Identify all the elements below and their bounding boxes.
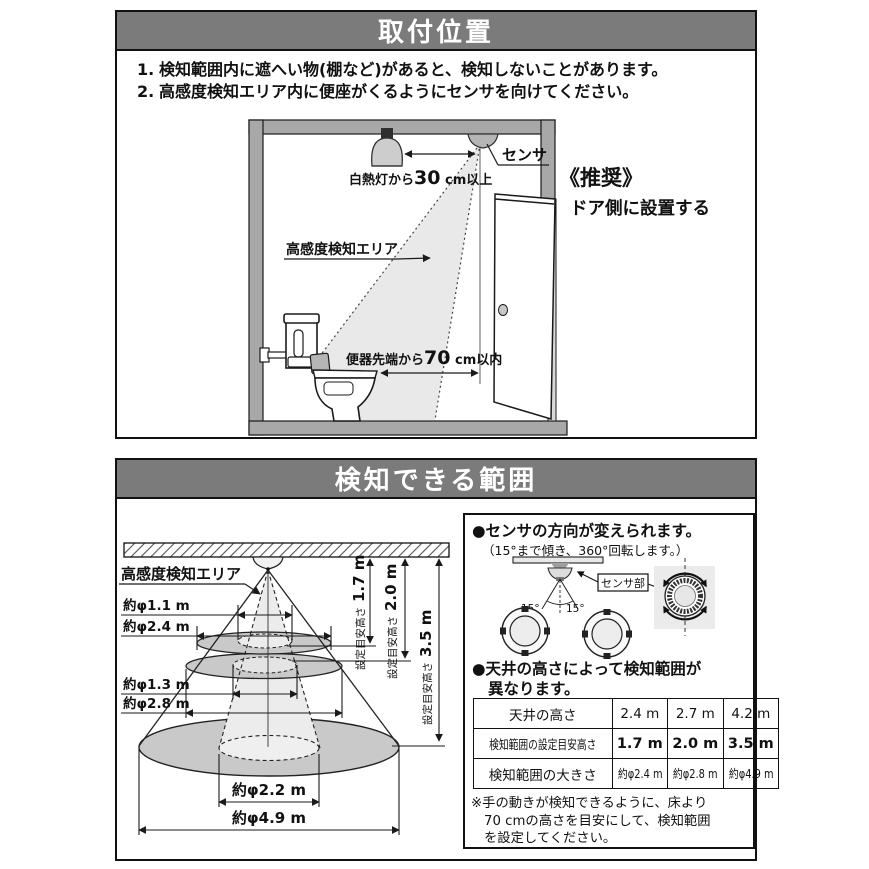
- svg-text:高感度検知エリア: 高感度検知エリア: [286, 241, 398, 258]
- table-row-setting-height: 検知範囲の設定目安高さ 1.7 m 2.0 m 3.5 m: [473, 728, 780, 759]
- toilet-icon: [259, 313, 378, 422]
- svg-text:センサ部: センサ部: [601, 576, 645, 590]
- recommendation-note: 《推奨》 ドア側に設置する: [559, 166, 710, 219]
- panel-installation-position: 取付位置 1.検知範囲内に遮へい物(棚など)があると、検知しないことがあります。…: [115, 10, 757, 439]
- detection-range-cone-diagram: 高感度検知エリア 約φ1.1 m 約φ2.4 m 約φ1.3 m: [119, 542, 450, 835]
- dimension-30cm: 白熱灯から30 cm以上: [349, 150, 492, 189]
- hand-detection-note: ※手の動きが検知できるように、床より 70 cmの高さを目安にして、検知範囲 を…: [471, 795, 711, 848]
- recommend-body: ドア側に設置する: [570, 198, 710, 219]
- row1-label: 天井の高さ: [473, 698, 613, 729]
- table-row-ceiling-height: 天井の高さ 2.4 m 2.7 m 4.2 m: [473, 698, 780, 729]
- dia-label-2.8: 約φ2.8 m: [123, 695, 190, 712]
- sensor-direction-diagram: 15° 15° センサ部: [500, 556, 715, 659]
- row1-value-2: 2.7 m: [667, 698, 724, 729]
- direction-subheading: （15°まで傾き、360°回転します。）: [482, 543, 689, 558]
- toilet-distance-label: 便器先端から70 cm以内: [346, 347, 502, 369]
- recommend-title: 《推奨》: [559, 166, 643, 190]
- sensor-bottom-view-left: [500, 606, 550, 656]
- installation-room-diagram: 白熱灯から30 cm以上 センサ 高感度検知エリア 便器先端から70 cm以内 …: [248, 119, 710, 436]
- dia-label-2.2: 約φ2.2 m: [232, 781, 306, 799]
- dia-label-1.1: 約φ1.1 m: [123, 597, 190, 614]
- height-label-3.5: 設定目安高さ3.5 m: [417, 610, 435, 725]
- svg-text:高感度検知エリア: 高感度検知エリア: [121, 565, 241, 583]
- sensor-part-label: センサ部: [576, 571, 668, 592]
- panel2-title: 検知できる範囲: [117, 460, 755, 499]
- height-dimensions: 設定目安高さ1.7 m 設定目安高さ2.0 m 設定目安高さ3.5 m: [287, 555, 445, 747]
- instruction-1: 1.検知範囲内に遮へい物(棚など)があると、検知しないことがあります。: [137, 59, 667, 81]
- dimension-70cm: 便器先端から70 cm以内: [346, 347, 502, 377]
- height-label-2.0: 設定目安高さ2.0 m: [382, 564, 400, 679]
- instruction-2-text: 高感度検知エリア内に便座がくるようにセンサを向けてください。: [159, 82, 639, 101]
- instruction-1-text: 検知範囲内に遮へい物(棚など)があると、検知しないことがあります。: [159, 60, 668, 79]
- row1-value-1: 2.4 m: [611, 698, 669, 729]
- height-label-1.7: 設定目安高さ1.7 m: [350, 555, 368, 670]
- row3-value-3: 約φ4.9 m: [722, 758, 780, 789]
- note-line-3: を設定してください。: [484, 831, 617, 846]
- high-sensitivity-area-label: 高感度検知エリア: [284, 241, 431, 263]
- sensor-label: センサ: [486, 143, 549, 166]
- note-line-1: ※手の動きが検知できるように、床より: [471, 796, 708, 811]
- door: [493, 193, 557, 422]
- dia-label-2.4: 約φ2.4 m: [123, 618, 190, 635]
- ceiling-hatch: [123, 542, 450, 558]
- note-line-2: 70 cmの高さを目安にして、検知範囲: [484, 813, 711, 829]
- row2-value-3: 3.5 m: [722, 728, 780, 759]
- diameter-dimensions: 約φ1.1 m 約φ2.4 m 約φ1.3 m 約φ2.8 m 約φ2.2 m: [121, 597, 400, 835]
- row2-value-1: 1.7 m: [611, 728, 669, 759]
- instruction-2-number: 2.: [137, 82, 155, 101]
- panel-detection-range: 検知できる範囲: [115, 458, 780, 861]
- direction-heading: ●センサの方向が変えられます。: [472, 522, 701, 540]
- row1-value-3: 4.2 m: [722, 698, 780, 729]
- cone-sensor-icon: [252, 556, 284, 571]
- instruction-2: 2.高感度検知エリア内に便座がくるようにセンサを向けてください。: [137, 81, 667, 103]
- sensor-icon: [467, 133, 499, 149]
- ceiling-lamp-icon: [371, 128, 403, 167]
- row2-value-2: 2.0 m: [667, 728, 724, 759]
- instruction-1-number: 1.: [137, 60, 155, 79]
- row3-label: 検知範囲の大きさ: [473, 758, 613, 789]
- panel1-title: 取付位置: [117, 12, 755, 51]
- row3-value-2: 約φ2.8 m: [667, 758, 724, 789]
- dia-label-1.3: 約φ1.3 m: [123, 676, 190, 693]
- ceiling-height-heading-line2: 異なります。: [488, 680, 580, 698]
- lamp-distance-label: 白熱灯から30 cm以上: [349, 167, 492, 189]
- svg-text:センサ: センサ: [502, 146, 547, 164]
- ceiling-height-table: 天井の高さ 2.4 m 2.7 m 4.2 m 検知範囲の設定目安高さ 1.7 …: [473, 698, 780, 789]
- ceiling-height-heading-line1: ●天井の高さによって検知範囲が: [472, 660, 702, 678]
- table-row-range-size: 検知範囲の大きさ 約φ2.4 m 約φ2.8 m 約φ4.9 m: [473, 758, 780, 789]
- row3-value-1: 約φ2.4 m: [611, 758, 669, 789]
- dia-label-4.9: 約φ4.9 m: [232, 809, 306, 827]
- detection-cone: [316, 143, 481, 421]
- instruction-list: 1.検知範囲内に遮へい物(棚など)があると、検知しないことがあります。 2.高感…: [137, 59, 667, 103]
- sensor-info-box: ●センサの方向が変えられます。 （15°まで傾き、360°回転します。） 15°…: [463, 513, 780, 849]
- row2-label: 検知範囲の設定目安高さ: [473, 728, 613, 759]
- sensor-rotation-view: [654, 558, 715, 636]
- cone-area-label: 高感度検知エリア: [119, 565, 261, 595]
- sensor-bottom-view-right: [582, 609, 632, 659]
- door-knob: [498, 304, 508, 316]
- tilt-angle-right: 15°: [566, 603, 585, 615]
